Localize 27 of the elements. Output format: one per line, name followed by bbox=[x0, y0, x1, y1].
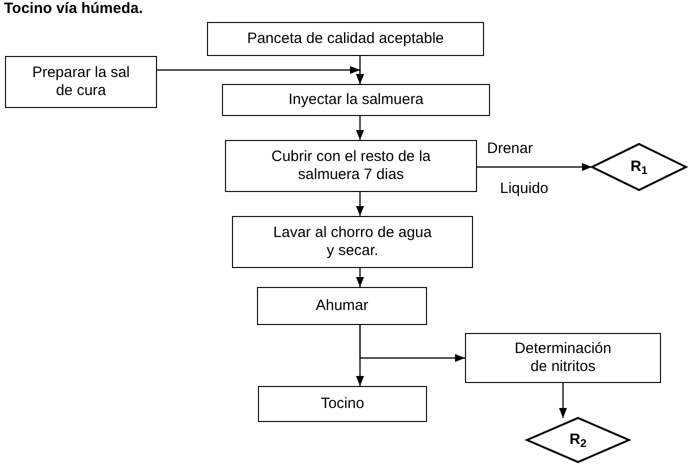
box-label: Lavar al chorro de agua y secar. bbox=[272, 224, 433, 260]
box-label: Panceta de calidad aceptable bbox=[247, 30, 444, 48]
box-label: Determinación de nitritos bbox=[514, 340, 612, 376]
process-box bbox=[222, 84, 490, 116]
diamond-label: R$_{1}$ bbox=[630, 158, 648, 176]
box-label: Preparar la sal de cura bbox=[31, 64, 131, 100]
process-box bbox=[5, 56, 157, 108]
diagram-title: Tocino vía húmeda. bbox=[4, 0, 143, 18]
arrow bbox=[356, 268, 364, 287]
arrow bbox=[356, 116, 364, 140]
process-box bbox=[232, 216, 473, 268]
box-label: Ahumar bbox=[316, 297, 368, 315]
arrow bbox=[359, 325, 465, 362]
arrow bbox=[157, 66, 364, 84]
arrow bbox=[477, 163, 592, 171]
box-label: Inyectar la salmuera bbox=[288, 91, 424, 109]
process-box bbox=[465, 333, 661, 383]
box-label: Tocino bbox=[320, 395, 364, 413]
process-box bbox=[225, 140, 477, 192]
process-box bbox=[258, 386, 427, 422]
process-box bbox=[257, 287, 427, 325]
arrow bbox=[559, 383, 567, 418]
process-box bbox=[207, 22, 484, 56]
box-label: Cubrir con el resto de la salmuera 7 dias bbox=[270, 148, 432, 184]
diamond-label: R$_{2}$ bbox=[569, 431, 587, 449]
arrow bbox=[356, 192, 364, 216]
note-label: Liquido bbox=[500, 180, 548, 198]
